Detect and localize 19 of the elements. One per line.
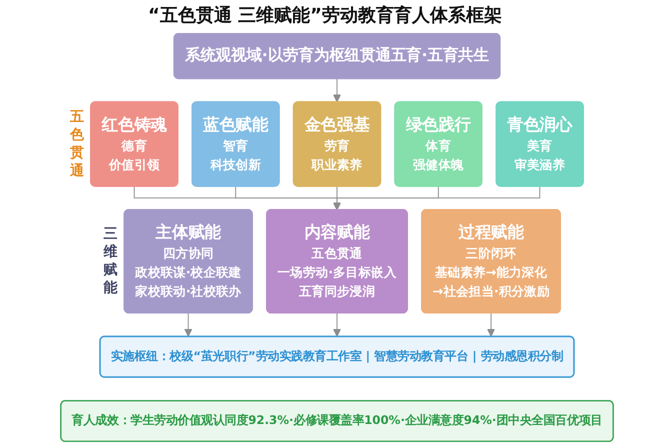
row-label: 五色贯通 <box>68 108 85 180</box>
arrow <box>184 312 192 337</box>
process-box: 金色强基 劳育 职业素养 <box>292 101 382 187</box>
process-box: 蓝色赋能 智育 科技创新 <box>192 101 280 187</box>
process-box: 育人成效：学生劳动价值观认同度92.3%·必修课覆盖率100%·企业满意度94%·团中央全国百优项目 <box>60 400 614 442</box>
process-box: 内容赋能 五色贯通 一场劳动·多目标嵌入 五育同步浸润 <box>266 208 408 314</box>
diagram-title: “五色贯通 三维赋能”劳动教育育人体系框架 <box>147 4 503 27</box>
process-box: 主体赋能 四方协同 政校联谋·校企联建 家校联动·社校联办 <box>124 208 253 314</box>
process-box: 红色铸魂 德育 价值引领 <box>90 101 178 187</box>
process-box: 实施枢纽：校级“茧光职行”劳动实践教育工作室 | 智慧劳动教育平台 | 劳动感恩积分制 <box>99 336 575 378</box>
arrow <box>487 312 496 337</box>
process-box: 系统观视域·以劳育为枢纽贯通五育·五育共生 <box>173 32 501 80</box>
arrow <box>333 186 540 210</box>
arrow <box>333 78 341 102</box>
process-box: 过程赋能 三阶闭环 基础素养→能力深化 →社会担当·积分激励 <box>421 208 561 314</box>
process-box: 绿色践行 体育 强健体魄 <box>394 101 482 187</box>
process-box: 青色润心 美育 审美涵养 <box>496 101 584 187</box>
arrow <box>333 312 341 337</box>
row-label: 三维赋能 <box>102 225 118 298</box>
